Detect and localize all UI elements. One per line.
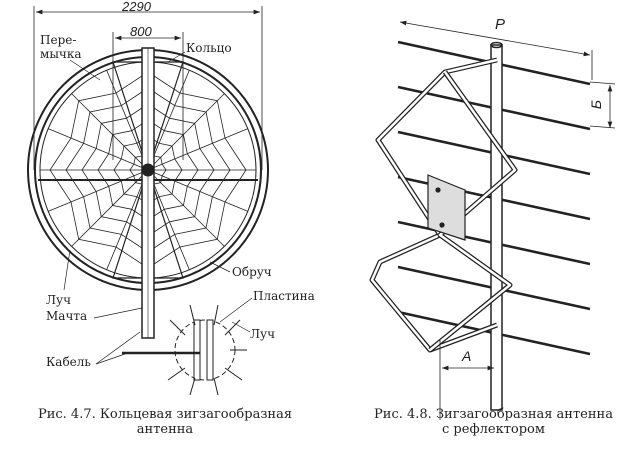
caption-4-7-line2: антенна bbox=[136, 422, 194, 437]
mounting-bracket bbox=[427, 174, 466, 241]
mast-label: Мачта bbox=[46, 309, 88, 323]
web-ray bbox=[48, 128, 149, 171]
cable-label: Кабель bbox=[46, 355, 91, 369]
ray-detail-label: Луч bbox=[250, 327, 276, 341]
detail-plate bbox=[122, 304, 247, 396]
hoop-label: Обруч bbox=[232, 265, 272, 279]
mast-right bbox=[490, 41, 503, 411]
web-ray bbox=[147, 93, 225, 171]
web-ring bbox=[49, 71, 247, 269]
dimension-b bbox=[589, 81, 616, 129]
ring-antenna-figure bbox=[27, 6, 269, 396]
caption-4-8-line2: с рефлектором bbox=[442, 422, 545, 437]
dimension-a bbox=[439, 340, 494, 420]
leader-lines bbox=[63, 51, 253, 365]
plate-label: Пластина bbox=[253, 289, 315, 303]
caption-fig-4-7: Рис. 4.7. Кольцевая зигзагообразная анте… bbox=[0, 407, 330, 437]
web-ring bbox=[81, 103, 215, 237]
web-ray bbox=[106, 169, 149, 270]
jumper-label-2: мычка bbox=[40, 47, 82, 61]
caption-4-7-line1: Рис. 4.7. Кольцевая зигзагообразная bbox=[37, 407, 293, 422]
caption-4-8-line1: Рис. 4.8. Зигзагообразная антенна bbox=[374, 407, 613, 422]
web-ray bbox=[147, 169, 248, 212]
distance-label: А bbox=[462, 348, 472, 364]
rod-length-label: Р bbox=[495, 16, 506, 33]
web-ray bbox=[71, 93, 149, 171]
jumper-label-1: Пере- bbox=[40, 33, 77, 47]
web-ring bbox=[129, 151, 167, 189]
spacing-label: Б bbox=[588, 99, 605, 110]
web-ray bbox=[147, 128, 248, 171]
caption-fig-4-8: Рис. 4.8. Зигзагообразная антенна с рефл… bbox=[345, 407, 642, 437]
ring-label: Кольцо bbox=[186, 41, 232, 55]
web-ray bbox=[147, 169, 190, 270]
hub bbox=[141, 163, 155, 177]
web-ray bbox=[71, 169, 149, 247]
dimension-2290 bbox=[33, 6, 263, 170]
dimension-jumper-label: 800 bbox=[130, 24, 152, 39]
web-ray bbox=[106, 70, 149, 171]
zigzag-reflector-figure bbox=[369, 20, 616, 420]
zigzag-dipole bbox=[369, 57, 518, 353]
web-ray bbox=[147, 70, 190, 171]
web-ray bbox=[147, 169, 225, 247]
web-ring bbox=[113, 135, 183, 205]
mast bbox=[141, 47, 155, 339]
web-ring bbox=[65, 87, 231, 253]
ray-label: Луч bbox=[46, 293, 72, 307]
dimension-overall-label: 2290 bbox=[122, 0, 151, 14]
dimension-p bbox=[399, 20, 593, 80]
web-ring bbox=[97, 119, 199, 221]
web-ray bbox=[48, 169, 149, 212]
